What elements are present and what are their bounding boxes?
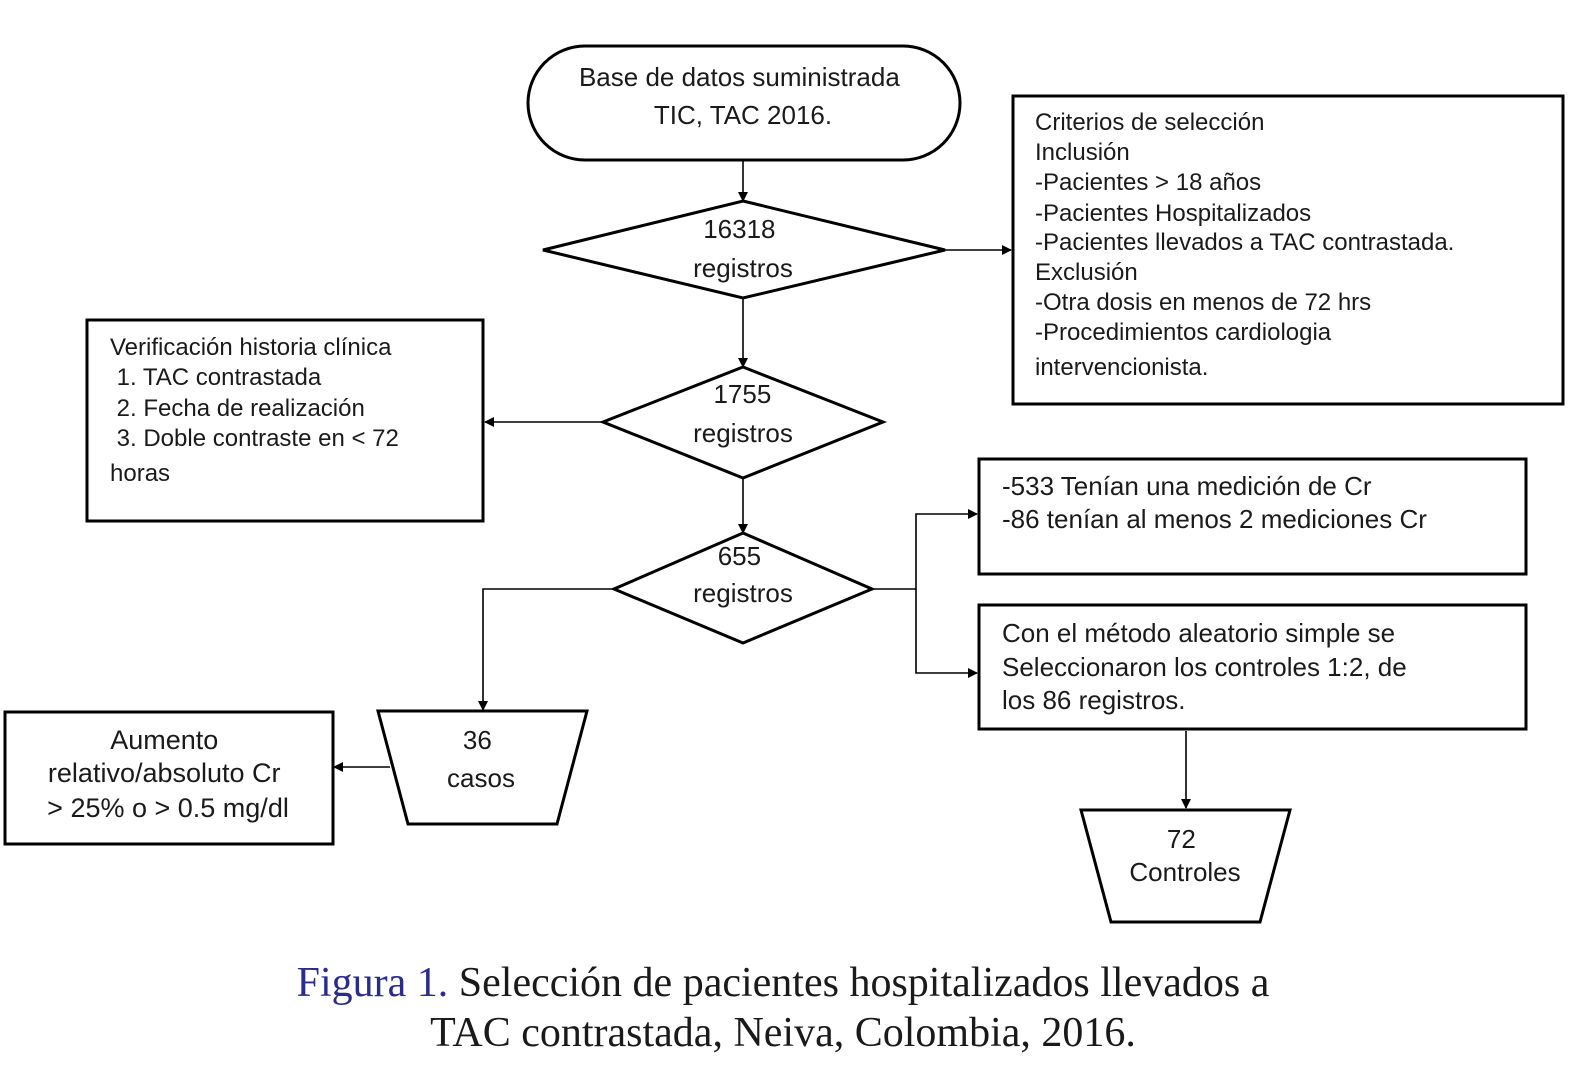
shapes <box>3 44 1565 924</box>
random-label: Con el método aleatorio simple se Selecc… <box>1002 618 1414 715</box>
decision-1755 <box>598 365 888 480</box>
random-line: Con el método aleatorio simple se <box>1002 618 1395 648</box>
verification-line: horas <box>110 460 170 487</box>
controls-trapezoid <box>1079 808 1292 924</box>
measurements-box <box>977 457 1528 576</box>
criteria-line: -Procedimientos cardiologia <box>1035 319 1332 346</box>
arrow-d3-to-random <box>915 589 978 678</box>
caption-text: Selección de pacientes hospitalizados ll… <box>448 960 1269 1006</box>
criteria-line: Inclusión <box>1035 139 1130 166</box>
measurements-line: -533 Tenían una medición de Cr <box>1002 471 1372 501</box>
verification-line: 1. TAC contrastada <box>110 364 322 391</box>
start-terminator <box>526 44 962 162</box>
measurements-label: -533 Tenían una medición de Cr -86 tenía… <box>1002 471 1427 534</box>
verification-line: Verificación historia clínica <box>110 334 392 361</box>
criteria-line: -Otra dosis en menos de 72 hrs <box>1035 289 1371 316</box>
start-label: Base de datos suministrada TIC, TAC 2016… <box>579 62 907 130</box>
verification-label: Verificación historia clínica 1. TAC con… <box>0 0 446 487</box>
criteria-box <box>1011 94 1565 406</box>
caption-line-2: TAC contrastada, Neiva, Colombia, 2016. <box>430 1010 1136 1056</box>
arrow-d3-to-cases <box>478 588 614 711</box>
start-line: Base de datos suministrada <box>579 62 900 92</box>
random-box <box>977 603 1528 731</box>
criteria-line: -Pacientes Hospitalizados <box>1035 200 1311 227</box>
node-texts: Base de datos suministrada TIC, TAC 2016… <box>0 0 1501 887</box>
figure-caption: Figura 1. Selección de pacientes hospita… <box>297 960 1270 1056</box>
random-line: los 86 registros. <box>1002 685 1186 715</box>
cases-line: casos <box>447 763 515 793</box>
decision-line: 655 <box>718 541 761 571</box>
controls-line: 72 <box>1167 824 1196 854</box>
cases-trapezoid <box>376 709 589 826</box>
decision-655 <box>610 531 876 645</box>
decision-16318-label: 16318 registros <box>693 214 793 283</box>
verification-line: 3. Doble contraste en < 72 <box>110 425 399 452</box>
connectors <box>333 160 1191 809</box>
cases-line: 36 <box>463 725 492 755</box>
verification-line: 2. Fecha de realización <box>110 395 365 422</box>
controls-label: 72 Controles <box>1129 824 1240 887</box>
criteria-label: Criterios de selección Inclusión -Pacien… <box>0 0 1501 381</box>
caption-line-1: Figura 1. Selección de pacientes hospita… <box>297 960 1270 1006</box>
measurements-line: -86 tenían al menos 2 mediciones Cr <box>1002 504 1427 534</box>
verification-box <box>85 318 485 523</box>
decision-line: 16318 <box>703 214 775 244</box>
criteria-line: -Pacientes > 18 años <box>1035 169 1261 196</box>
decision-655-label: 655 registros <box>693 541 793 608</box>
criteria-line: intervencionista. <box>1035 354 1208 381</box>
decision-1755-label: 1755 registros <box>693 379 793 448</box>
criteria-line: -Pacientes llevados a TAC contrastada. <box>1035 229 1454 256</box>
decision-line: 1755 <box>713 379 771 409</box>
increase-line: > 25% o > 0.5 mg/dl <box>47 793 289 823</box>
random-line: Seleccionaron los controles 1:2, de <box>1002 652 1407 682</box>
decision-16318 <box>542 199 946 300</box>
arrow-d3-to-measurements <box>872 509 978 590</box>
increase-line: Aumento <box>110 725 218 755</box>
controls-line: Controles <box>1129 857 1240 887</box>
increase-box <box>3 710 335 846</box>
cases-label: 36 casos <box>447 725 515 793</box>
caption-label: Figura 1. <box>297 960 449 1006</box>
criteria-line: Criterios de selección <box>1035 109 1264 136</box>
increase-line: relativo/absoluto Cr <box>48 758 281 788</box>
start-line: TIC, TAC 2016. <box>654 100 832 130</box>
decision-line: registros <box>693 253 793 283</box>
criteria-line: Exclusión <box>1035 259 1138 286</box>
decision-line: registros <box>693 578 793 608</box>
decision-line: registros <box>693 418 793 448</box>
increase-label: Aumento relativo/absoluto Cr > 25% o > 0… <box>47 725 289 823</box>
